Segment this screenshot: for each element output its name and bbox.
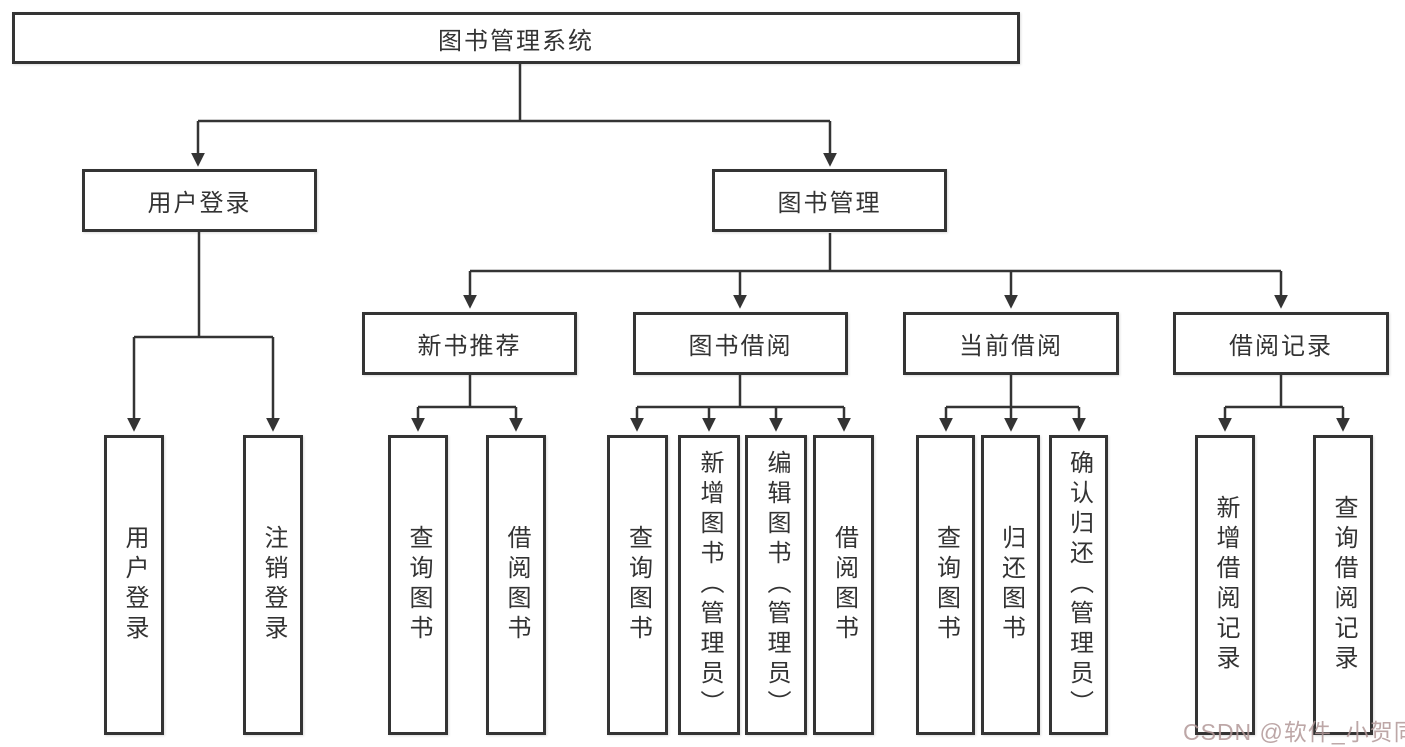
node-borrow-record: 借阅记录 xyxy=(1173,312,1389,375)
node-book-borrow: 图书借阅 xyxy=(633,312,848,375)
leaf-add-books-admin: 新增图书（管理员） xyxy=(678,435,740,735)
node-borrow-record-label: 借阅记录 xyxy=(1229,333,1333,360)
leaf-query-borrow-record: 查询借阅记录 xyxy=(1313,435,1373,735)
leaf-borrow-books: 借阅图书 xyxy=(813,435,874,735)
leaf-recommend-query-books: 查询图书 xyxy=(388,435,448,735)
leaf-edit-books-admin: 编辑图书（管理员） xyxy=(745,435,807,735)
leaf-recommend-borrow-books: 借阅图书 xyxy=(486,435,546,735)
leaf-query-borrow-record-label: 查询借阅记录 xyxy=(1330,495,1357,675)
leaf-confirm-return-admin-label: 确认归还（管理员） xyxy=(1065,450,1093,720)
node-book-management: 图书管理 xyxy=(712,169,947,232)
node-new-book-recommend: 新书推荐 xyxy=(362,312,577,375)
leaf-current-query-books-label: 查询图书 xyxy=(932,525,960,645)
node-current-borrow: 当前借阅 xyxy=(903,312,1119,375)
node-new-book-recommend-label: 新书推荐 xyxy=(417,333,522,360)
leaf-add-borrow-record: 新增借阅记录 xyxy=(1195,435,1255,735)
leaf-logout-label: 注销登录 xyxy=(260,525,287,645)
leaf-recommend-query-books-label: 查询图书 xyxy=(405,525,432,645)
node-user-login-label: 用户登录 xyxy=(147,190,252,217)
leaf-recommend-borrow-books-label: 借阅图书 xyxy=(503,525,530,645)
leaf-borrow-query-books-label: 查询图书 xyxy=(624,525,652,645)
leaf-return-books: 归还图书 xyxy=(981,435,1040,735)
node-root-system: 图书管理系统 xyxy=(12,12,1020,64)
node-book-borrow-label: 图书借阅 xyxy=(688,333,793,360)
leaf-current-query-books: 查询图书 xyxy=(916,435,975,735)
leaf-user-login: 用户登录 xyxy=(104,435,164,735)
leaf-user-login-label: 用户登录 xyxy=(121,525,148,645)
leaf-borrow-books-label: 借阅图书 xyxy=(830,525,858,645)
leaf-add-books-admin-label: 新增图书（管理员） xyxy=(696,450,723,720)
leaf-borrow-query-books: 查询图书 xyxy=(607,435,668,735)
node-book-management-label: 图书管理 xyxy=(777,190,882,217)
csdn-watermark: CSDN @软件_小贺同学 xyxy=(1183,719,1405,745)
leaf-confirm-return-admin: 确认归还（管理员） xyxy=(1049,435,1108,735)
node-current-borrow-label: 当前借阅 xyxy=(959,333,1063,360)
leaf-return-books-label: 归还图书 xyxy=(997,525,1025,645)
leaf-logout: 注销登录 xyxy=(243,435,303,735)
node-user-login: 用户登录 xyxy=(82,169,317,232)
leaf-edit-books-admin-label: 编辑图书（管理员） xyxy=(763,450,790,720)
leaf-add-borrow-record-label: 新增借阅记录 xyxy=(1212,495,1239,675)
node-root-system-label: 图书管理系统 xyxy=(438,27,594,55)
